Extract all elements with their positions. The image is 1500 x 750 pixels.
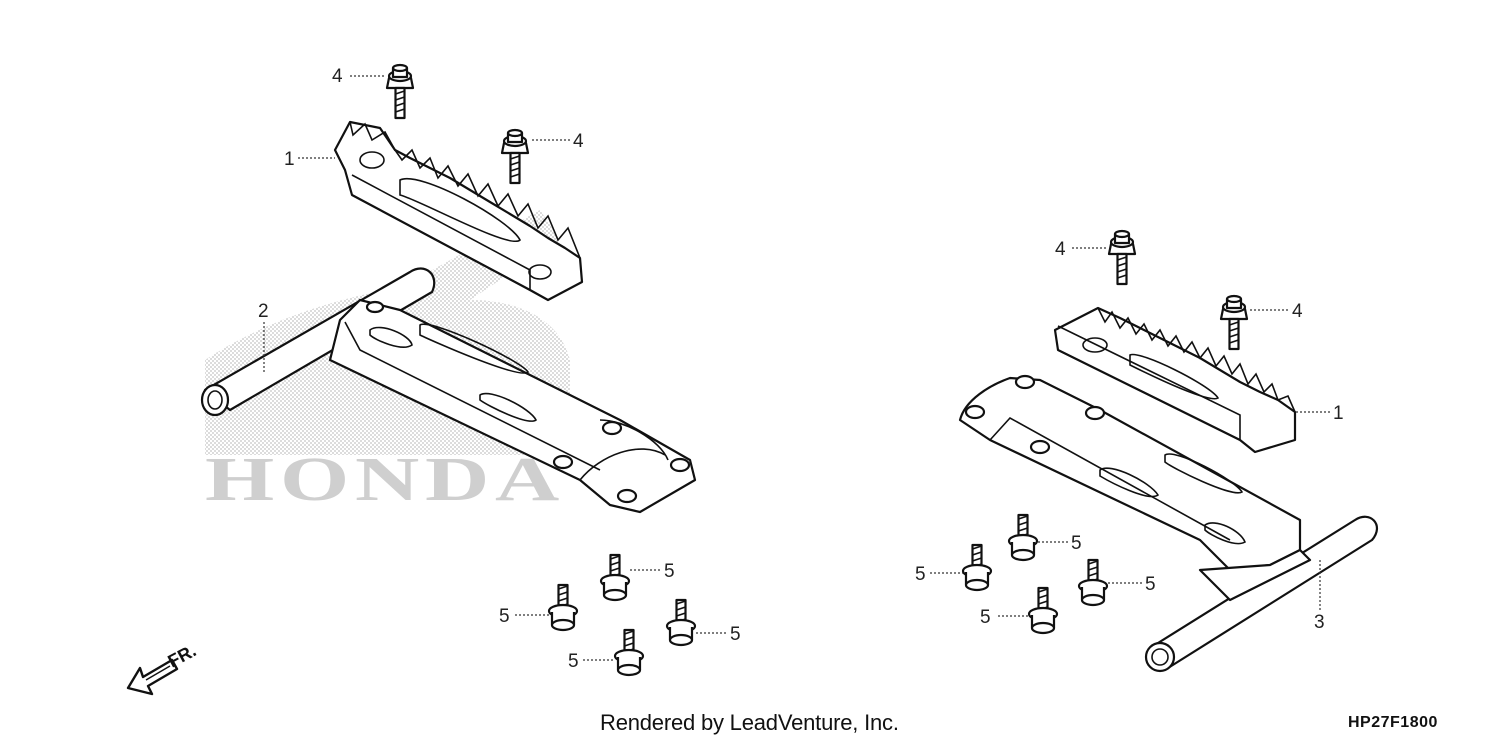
callout-bar-left: 2 [258,301,269,322]
callout-bolt-top-a: 4 [332,66,343,87]
footrest-peg-right [1053,306,1297,454]
flange-bolt-right-a [1007,513,1039,562]
callout-bolt-low-f: 5 [915,564,926,585]
callout-bolt-top-b: 4 [573,131,584,152]
footrest-bar-left [200,267,697,514]
callout-bar-right: 3 [1314,612,1325,633]
bolt-top-left-b [500,128,530,185]
flange-bolt-left-d [613,628,645,677]
bolt-top-left-a [385,63,415,120]
flange-bolt-left-a [599,553,631,602]
left-footrest-assembly [200,63,697,677]
front-arrow-icon [126,658,179,696]
flange-bolt-right-d [1027,586,1059,635]
leader-lines [263,75,1330,661]
callout-bolt-low-h: 5 [980,607,991,628]
render-credit: Rendered by LeadVenture, Inc. [600,710,899,735]
right-footrest-assembly [958,229,1379,673]
callout-bolt-low-d: 5 [568,651,579,672]
callout-bolt-low-e: 5 [1071,533,1082,554]
callout-footrest-right: 1 [1333,403,1344,424]
flange-bolt-right-c [1077,558,1109,607]
bolt-top-right-a [1107,229,1137,286]
flange-bolt-right-b [961,543,993,592]
callout-bolt-low-g: 5 [1145,574,1156,595]
callout-bolt-low-c: 5 [730,624,741,645]
callout-bolt-low-b: 5 [499,606,510,627]
footrest-bar-right [958,374,1379,673]
callout-bolt-top-c: 4 [1055,239,1066,260]
callout-bolt-low-a: 5 [664,561,675,582]
watermark-brand-text: HONDA [205,446,565,514]
front-direction-marker: FR. [126,640,199,696]
callout-labels: 4 1 4 2 4 4 1 3 5 5 5 5 5 5 5 5 [258,66,1344,672]
bolt-top-right-b [1219,294,1249,351]
flange-bolt-left-c [665,598,697,647]
diagram-code: HP27F1800 [1348,714,1438,731]
flange-bolt-left-b [547,583,579,632]
footrest-peg-left [333,120,584,302]
callout-footrest-left: 1 [284,149,295,170]
callout-bolt-top-d: 4 [1292,301,1303,322]
